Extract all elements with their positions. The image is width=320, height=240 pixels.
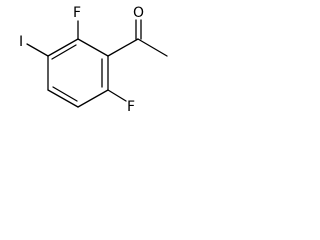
chemical-structure: F I F O <box>19 5 168 115</box>
bond-ring-c1-c2 <box>77 38 109 57</box>
bond-c6-fluorine <box>107 89 127 102</box>
bond-ring-c2-c3-inner <box>51 44 77 60</box>
oxygen-label: O <box>133 5 144 21</box>
iodine-label: I <box>19 34 23 50</box>
bond-ring-c2-c3 <box>47 38 79 57</box>
bond-ring-c4-c5-inner <box>52 86 78 102</box>
bond-ring-c4-c5 <box>47 89 79 108</box>
bond-c1-carbonyl <box>107 38 139 57</box>
bond-c3-iodine <box>26 43 49 57</box>
fluorine-top-label: F <box>73 5 81 21</box>
fluorine-bottom-label: F <box>127 99 135 115</box>
bond-ring-c5-c6 <box>77 89 109 108</box>
benzene-ring <box>47 38 109 108</box>
bond-carbonyl-methyl <box>137 38 168 57</box>
